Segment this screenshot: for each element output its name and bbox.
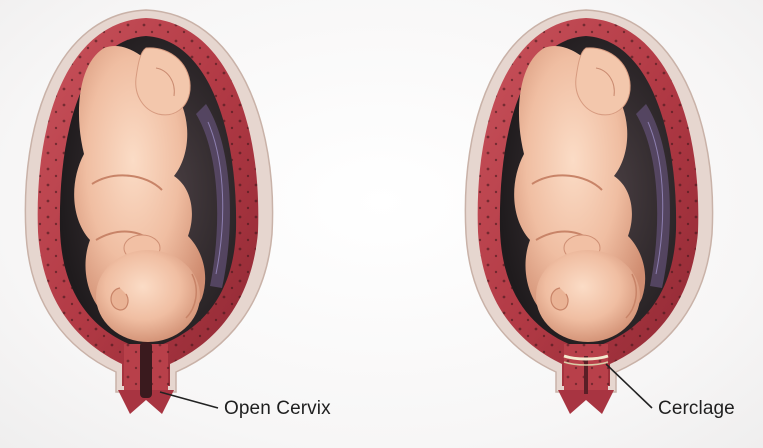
uterus-open-cervix [25, 10, 272, 414]
uterus-cerclage [465, 10, 712, 414]
open-cervix-label: Open Cervix [224, 398, 331, 420]
cerclage-label: Cerclage [658, 398, 735, 420]
